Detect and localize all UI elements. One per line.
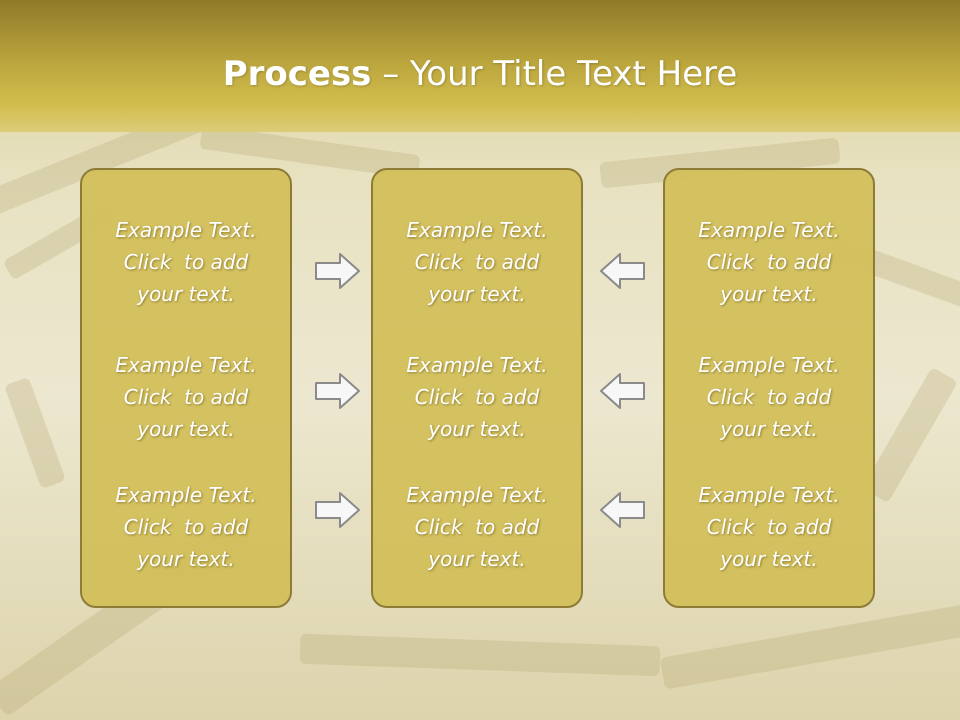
title-bar xyxy=(0,0,960,132)
text-placeholder[interactable]: Example Text. Click to add your text. xyxy=(698,218,840,306)
text-placeholder[interactable]: Example Text. Click to add your text. xyxy=(406,218,548,306)
text-placeholder[interactable]: Example Text. Click to add your text. xyxy=(115,353,257,441)
process-box-right[interactable]: Example Text. Click to add your text. Ex… xyxy=(663,168,875,608)
process-box-center[interactable]: Example Text. Click to add your text. Ex… xyxy=(371,168,583,608)
text-placeholder[interactable]: Example Text. Click to add your text. xyxy=(115,218,257,306)
text-placeholder[interactable]: Example Text. Click to add your text. xyxy=(115,483,257,571)
text-placeholder[interactable]: Example Text. Click to add your text. xyxy=(406,353,548,441)
text-placeholder[interactable]: Example Text. Click to add your text. xyxy=(406,483,548,571)
arrow-right-icon xyxy=(315,373,360,409)
slide-title[interactable]: Process – Your Title Text Here xyxy=(0,48,960,100)
process-box-left[interactable]: Example Text. Click to add your text. Ex… xyxy=(80,168,292,608)
arrow-left-icon xyxy=(600,373,645,409)
title-bold: Process xyxy=(222,54,372,94)
arrow-left-icon xyxy=(600,253,645,289)
text-placeholder[interactable]: Example Text. Click to add your text. xyxy=(698,353,840,441)
arrow-left-icon xyxy=(600,492,645,528)
title-text: – Your Title Text Here xyxy=(371,54,738,94)
text-placeholder[interactable]: Example Text. Click to add your text. xyxy=(698,483,840,571)
arrow-right-icon xyxy=(315,253,360,289)
arrow-right-icon xyxy=(315,492,360,528)
